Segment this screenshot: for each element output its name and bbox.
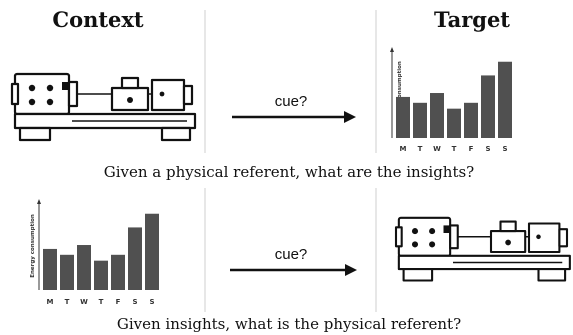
bar <box>498 61 512 138</box>
x-tick-label: S <box>149 298 154 306</box>
y-axis-label: Energy consumption <box>30 214 36 278</box>
x-tick-label: T <box>65 298 70 306</box>
bar <box>60 254 74 290</box>
bar <box>145 213 159 290</box>
x-tick-label: M <box>400 145 407 153</box>
x-tick-label: T <box>452 145 457 153</box>
x-tick-label: F <box>116 298 121 306</box>
bar <box>396 96 410 138</box>
header-target: Target <box>434 7 510 32</box>
bar <box>464 102 478 138</box>
bar <box>481 75 495 138</box>
y-axis-arrow <box>37 199 41 204</box>
bar <box>413 102 427 138</box>
row-caption: Given insights, what is the physical ref… <box>117 315 461 333</box>
x-tick-label: T <box>418 145 423 153</box>
row-caption: Given a physical referent, what are the … <box>104 163 474 181</box>
right-arrow-icon <box>232 111 356 123</box>
bar <box>447 108 461 138</box>
x-tick-label: W <box>80 298 88 306</box>
cue-label: cue? <box>275 93 308 110</box>
bar <box>430 93 444 138</box>
x-tick-label: F <box>469 145 474 153</box>
x-tick-label: T <box>99 298 104 306</box>
x-tick-label: W <box>433 145 441 153</box>
lathe-machine-icon <box>10 72 197 142</box>
y-axis-arrow <box>390 47 394 52</box>
x-tick-label: M <box>47 298 54 306</box>
bar <box>128 227 142 290</box>
header-context: Context <box>52 7 144 32</box>
bar <box>77 245 91 290</box>
x-tick-label: S <box>485 145 490 153</box>
cue-label: cue? <box>275 246 308 263</box>
bar <box>94 260 108 290</box>
right-arrow-icon <box>230 264 357 276</box>
y-axis-label: Energy consumption <box>397 61 403 125</box>
x-tick-label: S <box>502 145 507 153</box>
bar <box>43 248 57 290</box>
lathe-machine-icon <box>394 216 571 282</box>
bar <box>111 254 125 290</box>
x-tick-label: S <box>132 298 137 306</box>
